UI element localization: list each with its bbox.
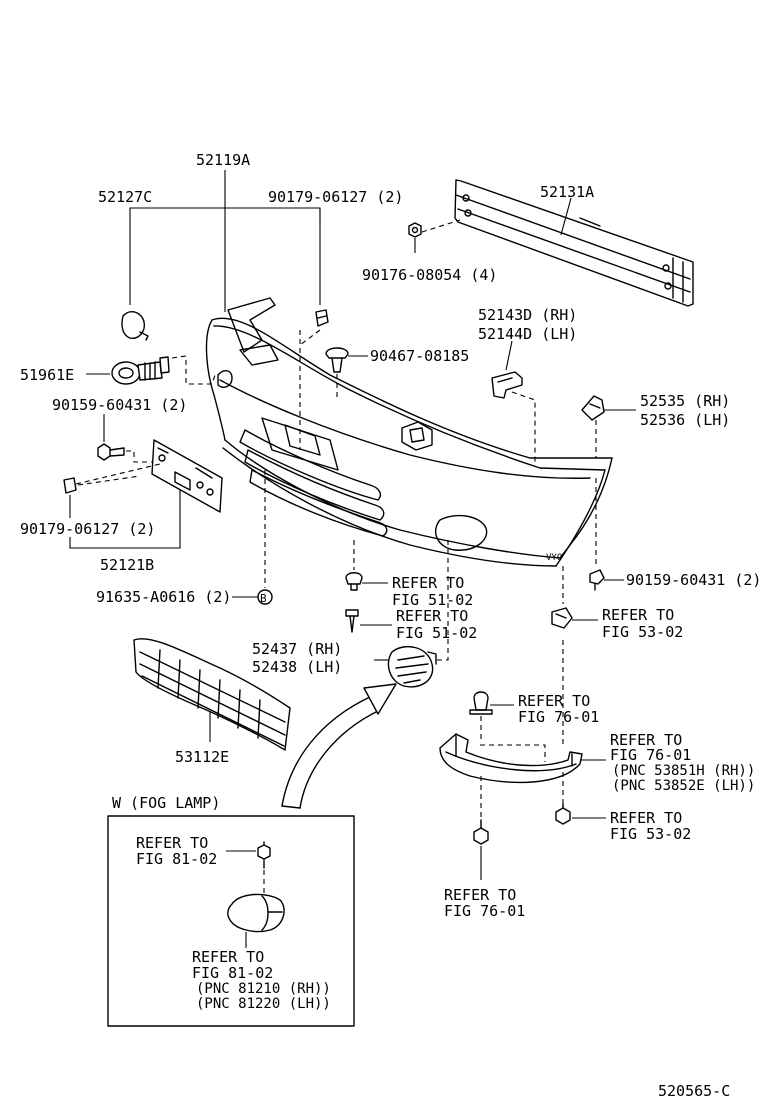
fig-81-02-b: FIG 81-02	[192, 964, 273, 982]
clip-icon	[469, 691, 493, 715]
bolt-icon	[555, 803, 571, 825]
fog-lamp-box	[107, 815, 355, 1027]
bumper-reinforcement	[454, 179, 694, 307]
pnc-53851H: (PNC 53851H (RH))	[612, 763, 755, 779]
bolt-icon	[345, 572, 363, 591]
label-52437: 52437 (RH)	[252, 640, 342, 658]
refer-to-76-01-c: REFER TO	[444, 886, 516, 904]
clip-icon	[325, 347, 349, 373]
lower-molding-icon	[439, 733, 583, 784]
bolt-icon	[589, 569, 605, 591]
pnc-81210: (PNC 81210 (RH))	[196, 981, 331, 997]
fig-81-02-a: FIG 81-02	[136, 850, 217, 868]
nut-icon	[408, 222, 422, 238]
label-52144D: 52144D (LH)	[478, 325, 577, 343]
screw-icon	[345, 609, 359, 633]
fig-51-02-b: FIG 51-02	[396, 624, 477, 642]
refer-to-53-02-a: REFER TO	[602, 606, 674, 624]
label-52121B: 52121B	[100, 556, 154, 574]
label-90467-08185: 90467-08185	[370, 347, 469, 365]
label-53112E: 53112E	[175, 748, 229, 766]
pnc-53852E: (PNC 53852E (LH))	[612, 778, 755, 794]
diagram-id: 520565-C	[658, 1082, 730, 1100]
fig-76-01-a: FIG 76-01	[518, 708, 599, 726]
label-90159-60431-left: 90159-60431 (2)	[52, 396, 187, 414]
screw-icon	[473, 819, 489, 845]
refer-to-53-02-b: REFER TO	[610, 809, 682, 827]
circle-b-label: B	[260, 592, 267, 605]
clip-icon	[315, 309, 329, 327]
label-52127C: 52127C	[98, 188, 152, 206]
svg-text:VYO: VYO	[546, 553, 562, 563]
nut-icon	[551, 607, 573, 629]
pnc-81220: (PNC 81220 (LH))	[196, 996, 331, 1012]
label-52143D: 52143D (RH)	[478, 306, 577, 324]
label-90179-06127-top: 90179-06127 (2)	[268, 188, 403, 206]
bracket-icon	[491, 371, 523, 399]
fog-cover-icon	[387, 645, 437, 688]
refer-to-81-02-b: REFER TO	[192, 948, 264, 966]
retainer-icon	[581, 395, 605, 421]
label-90159-60431-right: 90159-60431 (2)	[626, 571, 760, 589]
refer-to-81-02-a: REFER TO	[136, 834, 208, 852]
screw-icon	[257, 841, 271, 869]
label-52535: 52535 (RH)	[640, 392, 730, 410]
label-52119A: 52119A	[196, 151, 250, 169]
fig-53-02-b: FIG 53-02	[610, 825, 691, 843]
clip-icon	[63, 477, 77, 494]
refer-to-76-01-a: REFER TO	[518, 692, 590, 710]
grille-icon	[133, 638, 291, 751]
refer-to-51-02-b: REFER TO	[396, 607, 468, 625]
bolt-icon	[97, 443, 125, 461]
label-90179-06127-bottom: 90179-06127 (2)	[20, 520, 155, 538]
label-51961E: 51961E	[20, 366, 74, 384]
license-bracket-icon	[151, 439, 223, 513]
fog-lamp-icon	[227, 893, 285, 933]
cap-icon	[121, 311, 149, 341]
refer-to-51-02-a: REFER TO	[392, 574, 464, 592]
fog-lamp-title: W (FOG LAMP)	[112, 794, 220, 812]
label-52131A: 52131A	[540, 183, 594, 201]
fig-51-02-a: FIG 51-02	[392, 591, 473, 609]
bumper-cover: VYO	[205, 297, 613, 567]
fig-76-01-c: FIG 76-01	[444, 902, 525, 920]
label-52536: 52536 (LH)	[640, 411, 730, 429]
fig-53-02-a: FIG 53-02	[602, 623, 683, 641]
label-52438: 52438 (LH)	[252, 658, 342, 676]
label-90176-08054: 90176-08054 (4)	[362, 266, 497, 284]
tow-hook-icon	[111, 356, 170, 385]
label-91635-A0616: 91635-A0616 (2)	[96, 588, 231, 606]
refer-to-76-01-b: REFER TO	[610, 731, 682, 749]
fig-76-01-b: FIG 76-01	[610, 746, 691, 764]
arrow-icon	[281, 683, 397, 809]
